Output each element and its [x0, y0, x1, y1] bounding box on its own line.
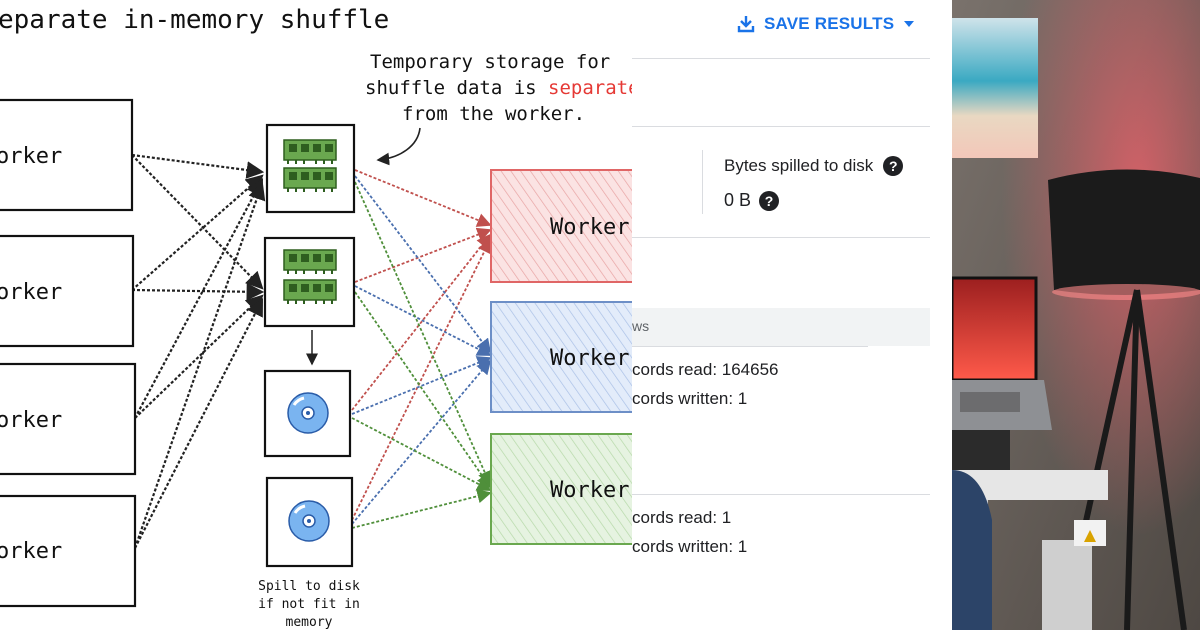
- save-results-button[interactable]: SAVE RESULTS: [736, 14, 916, 34]
- room-photo: [952, 0, 1200, 630]
- query-results-panel: SAVE RESULTS Bytes spilled to disk ? 0 B…: [632, 0, 952, 630]
- svg-text:Worker: Worker: [550, 215, 629, 240]
- left-worker-2: orker: [0, 234, 135, 348]
- spill-caption-2: if not fit in: [258, 597, 360, 612]
- help-icon[interactable]: ?: [883, 156, 904, 176]
- note-arrow: [376, 127, 421, 166]
- right-worker-red: Worker: [490, 169, 632, 283]
- stage1-records-written: cords written: 1: [632, 389, 748, 408]
- divider: [632, 494, 930, 495]
- caret-down-icon: [904, 21, 915, 27]
- stage2-records-read: cords read: 1: [632, 508, 732, 527]
- chair: [952, 470, 992, 630]
- room-photo-illustration: [952, 0, 1200, 630]
- beach-poster: [952, 18, 1038, 158]
- memory-box-1: [265, 123, 356, 214]
- save-results-label: SAVE RESULTS: [764, 14, 895, 33]
- right-worker-blue: Worker: [490, 301, 632, 413]
- ram-icon: [283, 167, 337, 193]
- lamp-shade: [1048, 169, 1200, 295]
- note-line-1: Temporary storage for: [370, 51, 610, 73]
- download-icon: [737, 16, 755, 33]
- bytes-spilled-value: 0 B ?: [724, 190, 780, 211]
- svg-text:Worker: Worker: [550, 478, 629, 503]
- ram-icon: [283, 279, 337, 305]
- section-header-label: ws: [632, 318, 650, 334]
- divider: [632, 346, 868, 347]
- svg-text:orker: orker: [0, 408, 62, 433]
- spill-caption-3: memory: [286, 615, 333, 630]
- note-line-2: shuffle data is separated: [365, 77, 632, 99]
- bytes-spilled-label: Bytes spilled to disk ?: [724, 156, 904, 176]
- section-header: [632, 308, 930, 346]
- disk-box-1: [263, 369, 352, 458]
- note-line-3: from the worker.: [402, 103, 585, 125]
- svg-text:orker: orker: [0, 280, 62, 305]
- note-highlight: separated: [548, 77, 632, 99]
- ram-icon: [283, 249, 337, 275]
- stage2-records-written: cords written: 1: [632, 537, 748, 556]
- shuffle-diagram: eparate in-memory shuffle Temporary stor…: [0, 5, 632, 630]
- left-worker-3: orker: [0, 362, 137, 476]
- output-edges: [351, 169, 492, 529]
- laptop-screen: [952, 276, 1038, 382]
- left-worker-4: orker: [0, 494, 137, 608]
- diagram-title: eparate in-memory shuffle: [0, 5, 389, 35]
- svg-text:orker: orker: [0, 539, 62, 564]
- disc-icon: [287, 499, 331, 543]
- svg-text:Worker: Worker: [550, 346, 629, 371]
- stage1-records-read: cords read: 164656: [632, 360, 779, 379]
- divider: [632, 58, 930, 59]
- ram-icon: [283, 139, 337, 165]
- spill-caption-1: Spill to disk: [258, 579, 360, 594]
- shuffle-diagram-panel: eparate in-memory shuffle Temporary stor…: [0, 5, 632, 630]
- left-worker-1: orker: [0, 98, 134, 212]
- divider: [632, 126, 930, 127]
- divider: [632, 237, 930, 238]
- disc-icon: [286, 391, 330, 435]
- metric-divider: [702, 150, 703, 214]
- help-icon[interactable]: ?: [759, 190, 780, 211]
- input-edges: [131, 153, 266, 549]
- svg-text:orker: orker: [0, 144, 62, 169]
- disk-box-2: [265, 476, 354, 568]
- memory-box-2: [263, 236, 356, 328]
- right-worker-green: Worker: [490, 433, 632, 545]
